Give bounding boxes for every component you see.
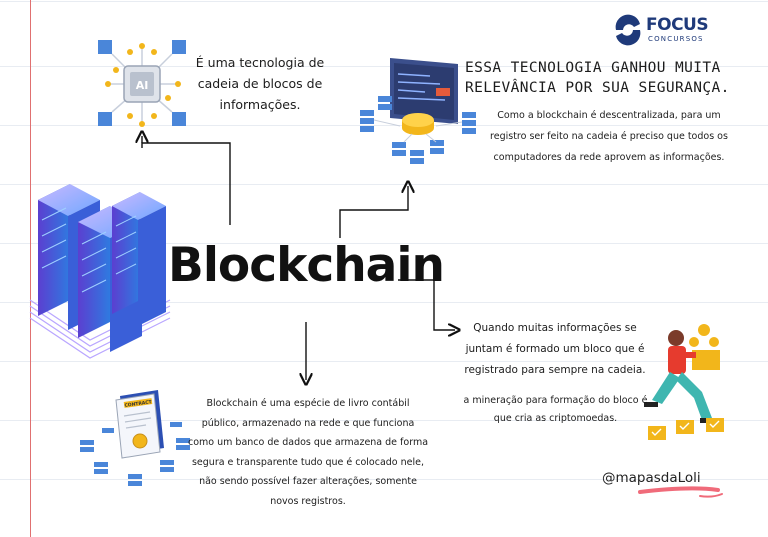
arrow-up-right (339, 186, 408, 238)
definition-note: É uma tecnologia de cadeia de blocos de … (195, 55, 325, 112)
crypto-miner-icon (644, 324, 724, 440)
network-security-icon (360, 58, 476, 164)
server-rack-icon (29, 184, 171, 359)
brand-subtitle: CONCURSOS (648, 35, 704, 43)
focus-logo-icon (615, 14, 641, 46)
security-heading: ESSA TECNOLOGIA GANHOU MUITA RELEVÂNCIA … (465, 60, 730, 96)
contract-icon: CONTRACT (80, 390, 190, 486)
block-formation-note: Quando muitas informações se juntam é fo… (464, 322, 646, 376)
ledger-note: Blockchain é uma espécie de livro contáb… (188, 398, 429, 507)
security-body: Como a blockchain é descentralizada, par… (490, 110, 728, 163)
ai-chip-label: AI (136, 79, 149, 92)
margin-line (30, 0, 31, 537)
page-title: Blockchain (168, 238, 445, 293)
mining-note: a mineração para formação do bloco é que… (463, 395, 648, 424)
author-signature: @mapasdaLoli (602, 470, 701, 486)
brand-name: FOCUS (646, 15, 709, 35)
signature-brush-stroke (638, 486, 723, 498)
arrow-up-left (142, 136, 231, 225)
arrow-right (398, 279, 455, 330)
brand-logo: FOCUS CONCURSOS (612, 14, 712, 46)
ai-chip-icon: AI (98, 40, 186, 127)
contract-label: CONTRACT (124, 399, 153, 409)
